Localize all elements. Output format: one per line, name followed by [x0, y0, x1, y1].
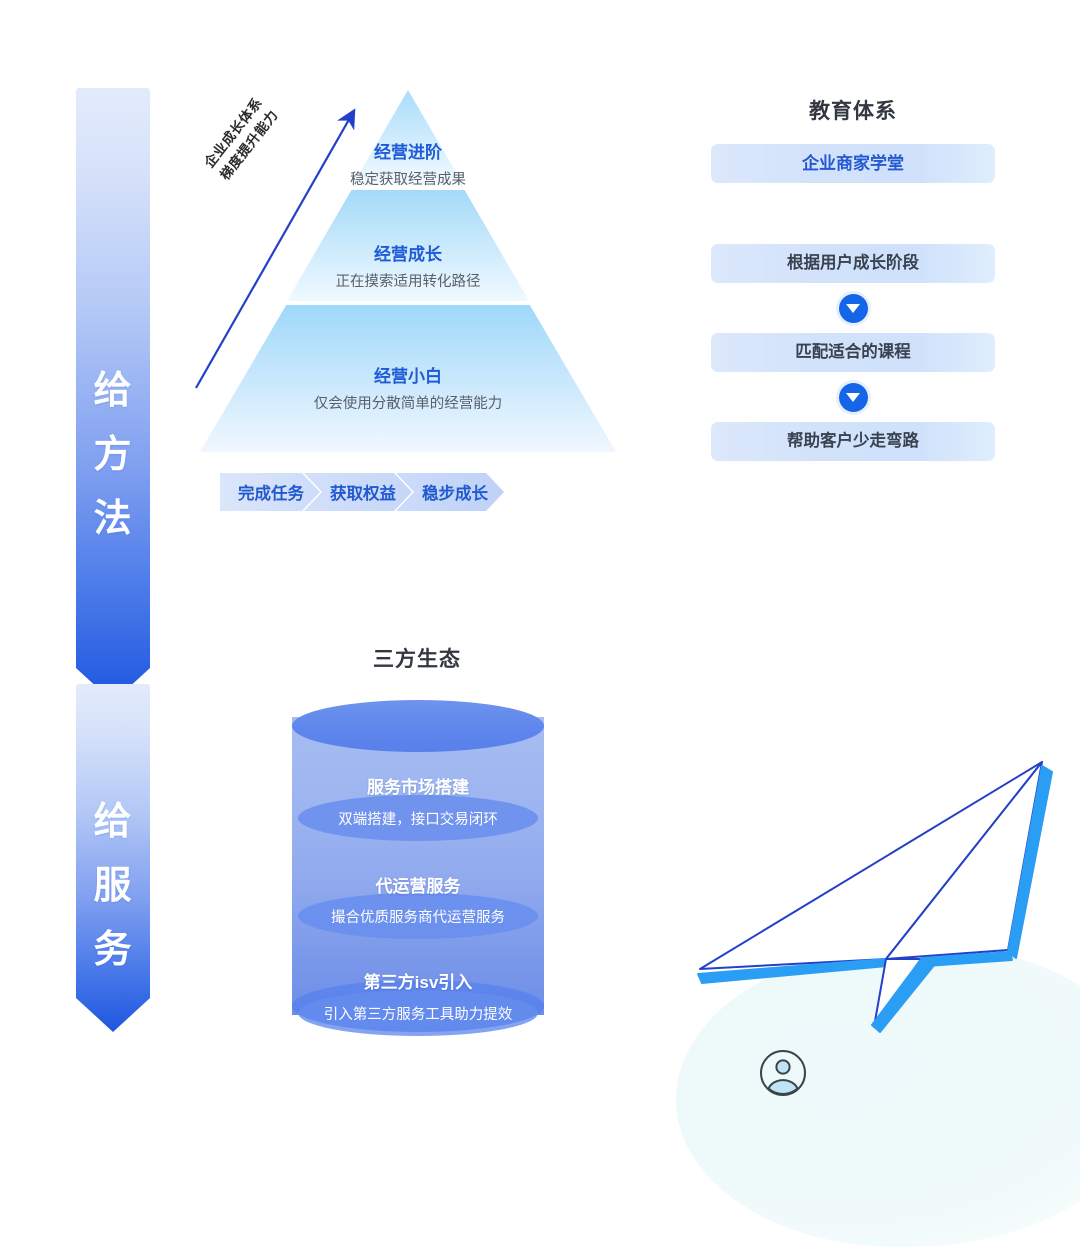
pyramid-tier-desc: 稳定获取经营成果: [350, 171, 466, 188]
paper-plane-icon: [697, 761, 1053, 1033]
education-flow-step-1[interactable]: 根据用户成长阶段: [711, 244, 995, 283]
banner-give-service-label: 给 服 务: [76, 684, 150, 1032]
banner-arrow-shape: [76, 684, 150, 1032]
pyramid-tier-bottom: 经营小白 仅会使用分散简单的经营能力: [196, 367, 620, 413]
education-arrow-row-1: [711, 283, 995, 333]
cylinder-layer-title-1: 服务市场搭建: [367, 778, 469, 797]
pyramid-tier-title: 经营成长: [374, 245, 442, 264]
banner-give-method-label: 给 方 法: [76, 88, 150, 702]
pyramid-tier-top: 经营进阶 稳定获取经营成果: [196, 143, 620, 189]
step-chevron-3[interactable]: 稳步成长: [396, 473, 504, 511]
cylinder-layer-title-2: 代运营服务: [375, 877, 461, 896]
pyramid-tier-desc: 正在摸索适用转化路径: [335, 273, 481, 290]
step-chevron-2[interactable]: 获取权益: [304, 473, 412, 511]
banner-char: 给: [93, 801, 133, 843]
avatar-icon: [760, 1050, 806, 1096]
education-flow-step-2[interactable]: 匹配适合的课程: [711, 333, 995, 372]
cylinder-layer-desc-3: 引入第三方服务工具助力提效: [298, 990, 538, 1036]
banner-arrow-shape: [76, 88, 150, 702]
education-flow: 企业商家学堂 根据用户成长阶段 匹配适合的课程 帮助客户少走弯路: [711, 144, 995, 461]
chevron-down-icon: [838, 293, 868, 323]
banner-char: 方: [93, 434, 133, 476]
pyramid-shape: [200, 90, 616, 452]
growth-pyramid: 经营进阶 稳定获取经营成果 经营成长 正在摸索适用转化路径 经营小白 仅会使用分…: [196, 86, 620, 452]
step-chevron-1[interactable]: 完成任务: [220, 473, 320, 511]
cylinder-top-ellipse: [292, 700, 544, 752]
banner-give-service: 给 服 务: [76, 684, 150, 1032]
education-primary-pill[interactable]: 企业商家学堂: [711, 144, 995, 183]
education-spacer: [711, 183, 995, 244]
pyramid-tier-title: 经营进阶: [374, 143, 442, 162]
education-arrow-row-2: [711, 372, 995, 422]
banner-char: 给: [93, 370, 133, 412]
banner-char: 务: [93, 929, 133, 971]
cylinder-layer-desc-2: 撮合优质服务商代运营服务: [298, 893, 538, 939]
pyramid-tier-title: 经营小白: [374, 367, 442, 386]
ecosystem-cylinder: 双端搭建，接口交易闭环 服务市场搭建 撮合优质服务商代运营服务 代运营服务 引入…: [292, 700, 544, 1036]
education-section-title: 教育体系: [809, 100, 897, 123]
cylinder-layer-title-3: 第三方isv引入: [363, 973, 473, 992]
cylinder-body: [292, 717, 544, 1015]
banner-char: 服: [93, 865, 133, 907]
cylinder-layer-desc-1: 双端搭建，接口交易闭环: [298, 795, 538, 841]
banner-char: 法: [93, 498, 133, 540]
pyramid-tier-middle: 经营成长 正在摸索适用转化路径: [196, 245, 620, 291]
pyramid-tier-desc: 仅会使用分散简单的经营能力: [313, 395, 503, 412]
growth-axis-arrow: [195, 108, 356, 389]
banner-give-method: 给 方 法: [76, 88, 150, 702]
education-flow-step-3[interactable]: 帮助客户少走弯路: [711, 422, 995, 461]
step-chevron-ribbon: 完成任务 获取权益 稳步成长: [220, 473, 504, 511]
chevron-down-icon: [838, 382, 868, 412]
ecosystem-section-title: 三方生态: [373, 648, 461, 671]
